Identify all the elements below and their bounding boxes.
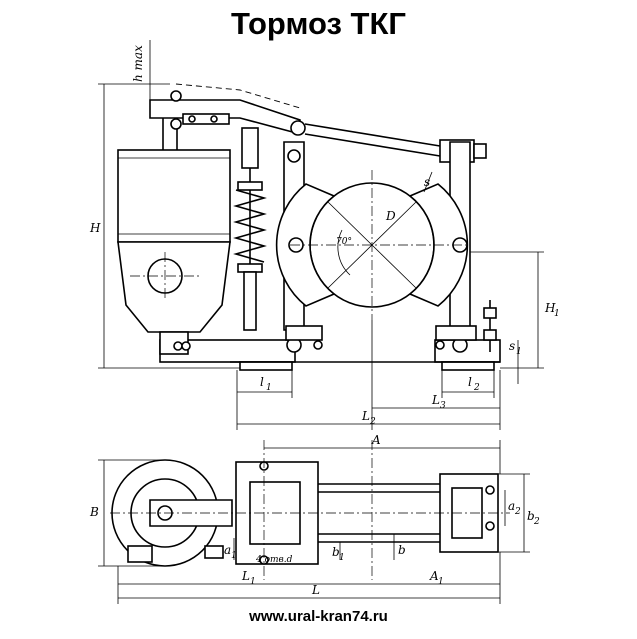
page-title: Тормоз ТКГ: [231, 6, 406, 41]
thruster-pin: [173, 341, 183, 351]
pull-rod-pin: [290, 120, 306, 136]
left-brake-shoe: [275, 183, 336, 307]
label-s1-sub: 1: [516, 347, 522, 357]
label-a1: a: [224, 543, 231, 557]
label-A1-sub: 1: [438, 577, 444, 587]
label-H1: H: [544, 301, 556, 315]
thruster-cylinder: [117, 149, 231, 243]
label-a1-sub: 1: [231, 551, 237, 561]
label-D: D: [385, 209, 396, 223]
label-a2: a: [508, 499, 515, 513]
label-A1: A: [429, 569, 439, 583]
label-L1-sub: 1: [250, 577, 256, 587]
label-H1-sub: 1: [554, 309, 560, 319]
lever-pivot: [170, 90, 182, 102]
left-base-foot: [239, 361, 293, 371]
label-b1: b: [332, 545, 340, 559]
main-spring: [233, 189, 267, 263]
label-l2: l: [468, 375, 472, 389]
label-H: H: [89, 221, 101, 235]
label-a2-sub: 2: [514, 507, 521, 517]
label-holes: 4 отв.d: [255, 555, 293, 565]
label-l2-sub: 2: [473, 383, 480, 393]
label-angle: 70°: [336, 237, 352, 247]
label-L3-sub: 3: [440, 401, 446, 411]
website-url: www.ural-kran74.ru: [249, 608, 388, 625]
label-L1: L: [241, 569, 250, 583]
right-base-foot: [441, 361, 495, 371]
label-l1-sub: 1: [266, 383, 272, 393]
front-view: [98, 40, 544, 430]
label-b2: b: [527, 509, 535, 523]
label-L2-sub: 2: [369, 417, 376, 427]
label-b2-sub: 2: [533, 517, 540, 527]
spring-rod-top: [241, 127, 259, 169]
label-b: b: [398, 543, 406, 557]
label-L3: L: [431, 393, 440, 407]
label-h-max: h max: [131, 45, 145, 82]
angle-arc: [337, 229, 351, 276]
label-B: B: [89, 505, 99, 519]
label-A: A: [371, 433, 381, 447]
plan-view: [98, 440, 530, 604]
label-b1-sub: 1: [339, 553, 345, 563]
label-L2: L: [361, 409, 370, 423]
label-s1: s: [509, 339, 515, 353]
label-L: L: [311, 583, 320, 597]
label-l1: l: [260, 375, 264, 389]
dimension-labels: h max H H 1 s s 1 D 70° l 1 l 2 L 3 L 2 …: [89, 45, 560, 597]
lever-max-travel: [175, 83, 301, 109]
label-s: s: [424, 175, 430, 189]
